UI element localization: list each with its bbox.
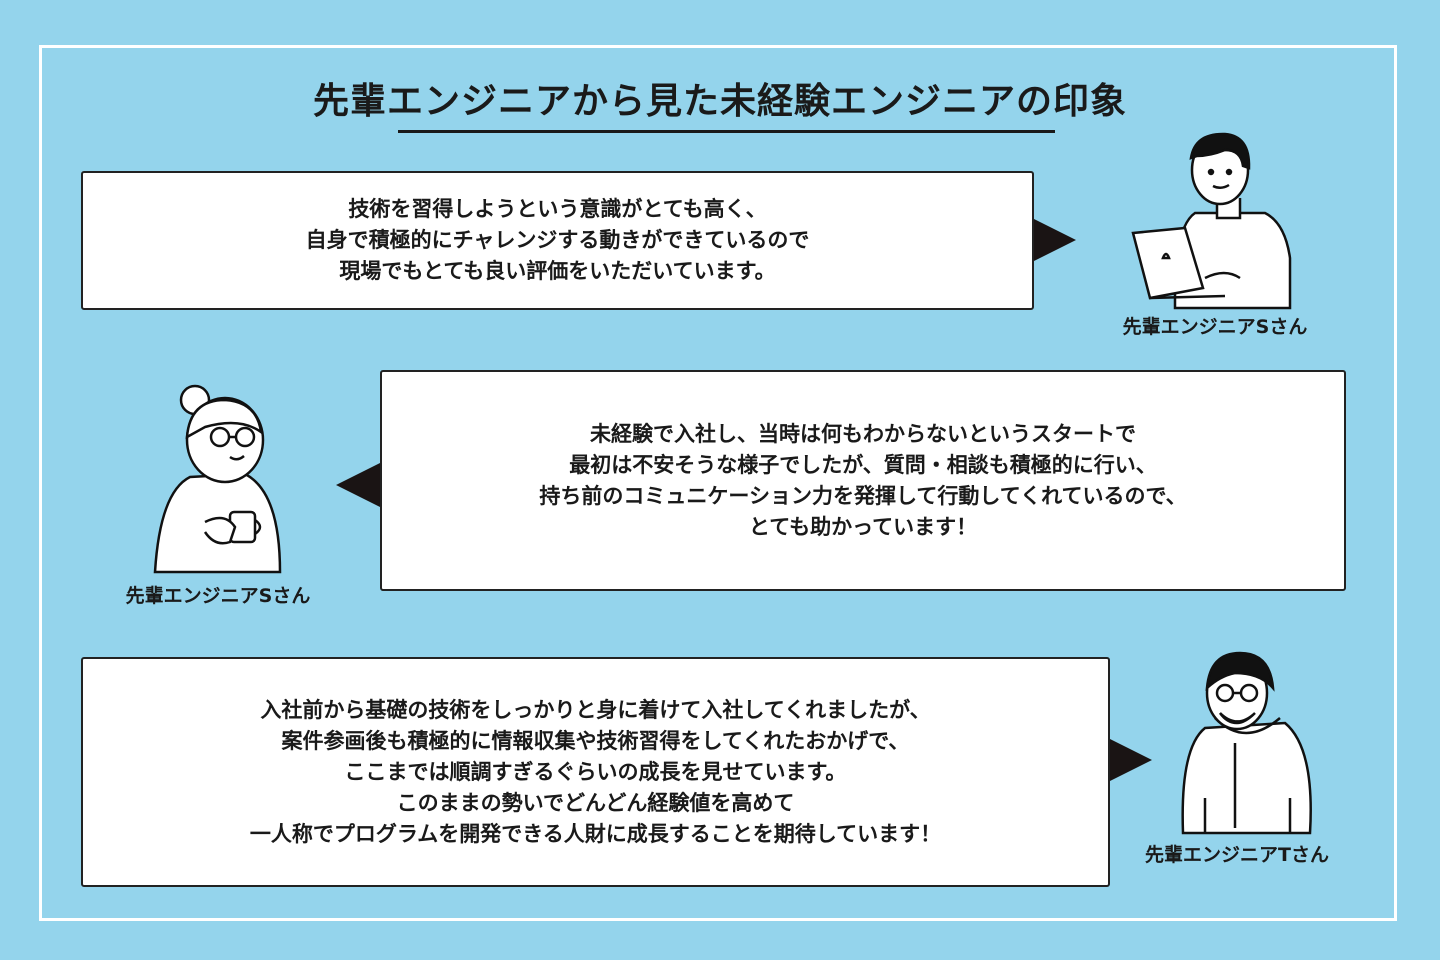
comment-line: とても助かっています！ <box>748 514 978 539</box>
speaker-label-3: 先輩エンジニアTさん <box>1145 844 1329 866</box>
comment-line: 技術を習得しようという意識がとても高く、 <box>348 197 767 221</box>
speaker-label-2: 先輩エンジニアSさん <box>125 585 311 607</box>
comment-line: ここまでは順調すぎるぐらいの成長を見せています。 <box>344 759 847 784</box>
comment-line: 一人称でプログラムを開発できる人財に成長することを期待しています！ <box>249 821 942 846</box>
comment-line: 入社前から基礎の技術をしっかりと身に着けて入社してくれましたが、 <box>260 697 931 722</box>
comment-line: このままの勢いでどんどん経験値を高めて <box>396 790 795 815</box>
engineer-laptop-illustration <box>1131 132 1292 310</box>
comment-line: 持ち前のコミュニケーション力を発揮して行動してくれているので、 <box>539 483 1187 508</box>
speaker-label-1: 先輩エンジニアSさん <box>1122 316 1308 338</box>
white-frame <box>39 45 1397 921</box>
engineer-hoodie-illustration <box>1181 651 1312 835</box>
speech-pointer-right <box>1110 739 1152 781</box>
speech-pointer-right <box>1034 219 1076 261</box>
comment-line: 案件参画後も積極的に情報収集や技術習得をしてくれたおかげで、 <box>281 728 910 753</box>
page-title: 先輩エンジニアから見た未経験エンジニアの印象 <box>312 81 1127 122</box>
comment-line: 自身で積極的にチャレンジする動きができているので <box>305 228 810 252</box>
comment-line: 未経験で入社し、当時は何もわからないというスタートで <box>590 421 1136 446</box>
comment-line: 現場でもとても良い評価をいただいています。 <box>339 259 776 283</box>
speech-pointer-left <box>336 463 380 507</box>
engineer-with-mug-illustration <box>153 384 282 574</box>
comment-box-1: 技術を習得しようという意識がとても高く、 自身で積極的にチャレンジする動きができ… <box>81 171 1034 310</box>
comment-box-3: 入社前から基礎の技術をしっかりと身に着けて入社してくれましたが、 案件参画後も積… <box>81 657 1110 887</box>
comment-line: 最初は不安そうな様子でしたが、質問・相談も積極的に行い、 <box>569 452 1157 477</box>
comment-box-2: 未経験で入社し、当時は何もわからないというスタートで 最初は不安そうな様子でした… <box>380 370 1346 591</box>
title-underline <box>398 130 1055 133</box>
